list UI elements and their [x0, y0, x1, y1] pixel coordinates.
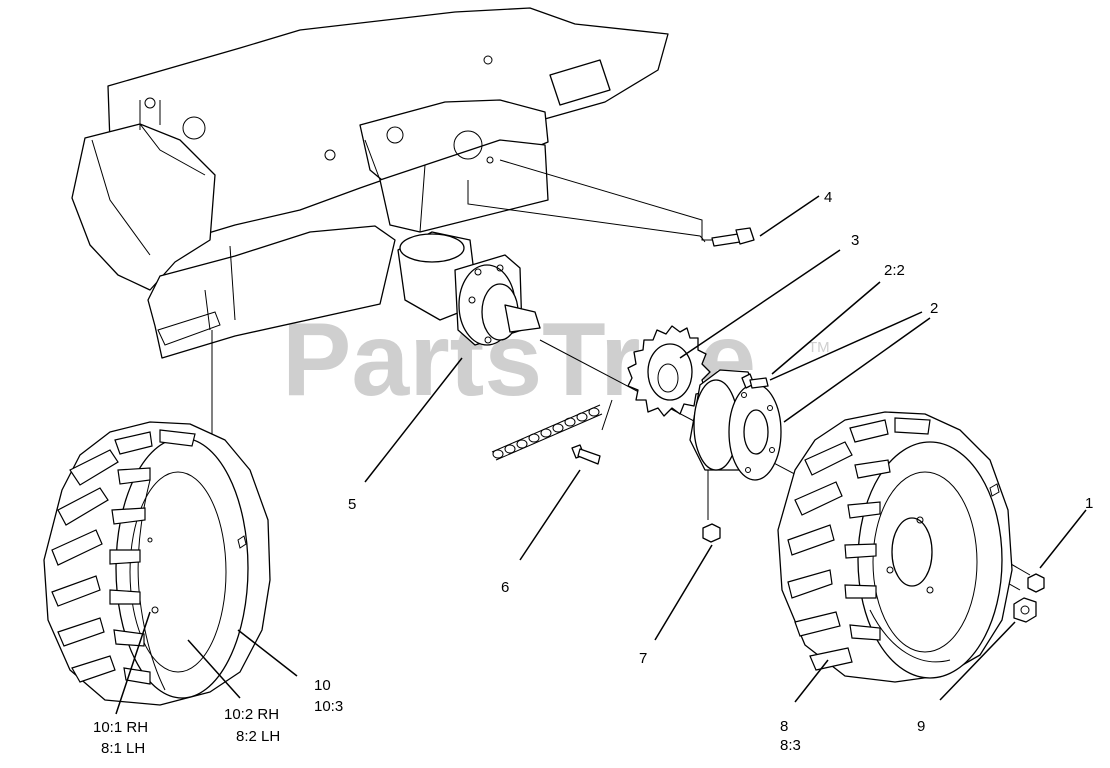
callout-1: 1 [1085, 495, 1093, 512]
frame [71, 7, 669, 359]
callout-3: 3 [851, 232, 859, 249]
bolt-4 [711, 227, 755, 247]
stud [741, 373, 769, 389]
bolt-6 [571, 444, 601, 465]
callout-2: 2 [930, 300, 938, 317]
fastener-1 [1027, 573, 1045, 593]
hub [689, 369, 782, 481]
callout-10-1-rh: 10:1 RH [93, 719, 148, 736]
wheel-motor [397, 231, 541, 346]
right-tire [777, 411, 1013, 683]
callout-8-3: 8:3 [780, 737, 801, 754]
callout-labels: 1 2 2:2 3 4 5 6 7 8 8:3 9 10 10:3 10:1 R… [93, 189, 1093, 757]
callout-8: 8 [780, 718, 788, 735]
nut-7 [702, 523, 721, 543]
drive-chain [491, 404, 603, 461]
callout-10: 10 [314, 677, 331, 694]
callout-8-2-lh: 8:2 LH [236, 728, 280, 745]
leader-lines [115, 195, 1087, 715]
callout-6: 6 [501, 579, 509, 596]
callout-10-2-rh: 10:2 RH [224, 706, 279, 723]
callout-10-3: 10:3 [314, 698, 343, 715]
left-tire [43, 421, 271, 706]
callout-7: 7 [639, 650, 647, 667]
callout-4: 4 [824, 189, 832, 206]
fastener-9 [1013, 597, 1037, 623]
watermark-trademark: TM [808, 339, 830, 356]
callout-5: 5 [348, 496, 356, 513]
callout-2-2: 2:2 [884, 262, 905, 279]
callout-8-1-lh: 8:1 LH [101, 740, 145, 757]
callout-9: 9 [917, 718, 925, 735]
